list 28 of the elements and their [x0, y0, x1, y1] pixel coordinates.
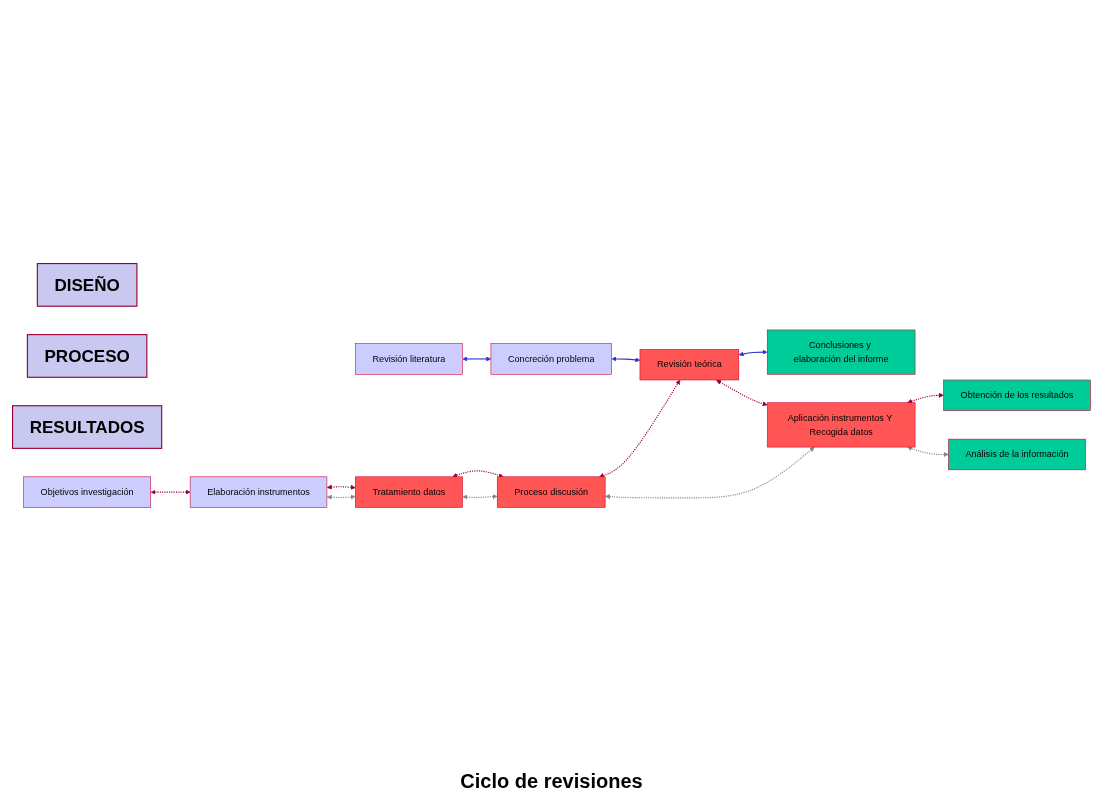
- arrow: [907, 393, 944, 405]
- arrow: [611, 356, 641, 363]
- node-box: Aplicación instrumentos Y Recogida datos: [766, 402, 916, 448]
- arrow: [462, 356, 492, 362]
- node-box: DISEÑO: [36, 263, 138, 308]
- arrow: [605, 447, 815, 500]
- node-box: PROCESO: [26, 334, 148, 379]
- node-box: Revisión teórica: [639, 349, 740, 381]
- arrow: [452, 470, 504, 479]
- arrow: [462, 494, 498, 500]
- node-box: RESULTADOS: [12, 405, 163, 450]
- node-box: Elaboración instrumentos: [189, 477, 328, 509]
- node-box: Revisión literatura: [355, 343, 463, 376]
- node-box: Tratamiento datos: [355, 477, 463, 509]
- caption-text: Ciclo de revisiones: [460, 770, 643, 793]
- node-box: Proceso discusión: [496, 477, 606, 509]
- arrow: [326, 485, 356, 491]
- arrow: [150, 490, 191, 496]
- arrow: [716, 380, 768, 407]
- node-box: Concreción problema: [490, 343, 612, 376]
- arrow: [326, 495, 356, 501]
- node-box: Conclusiones y elaboración del informe: [766, 330, 916, 376]
- arrow: [599, 380, 681, 479]
- node-box: Análisis de la información: [948, 439, 1086, 471]
- node-box: Obtención de los resultados: [943, 380, 1091, 412]
- node-box: Objetivos investigación: [23, 477, 151, 509]
- arrow: [907, 446, 949, 458]
- arrow: [738, 350, 768, 357]
